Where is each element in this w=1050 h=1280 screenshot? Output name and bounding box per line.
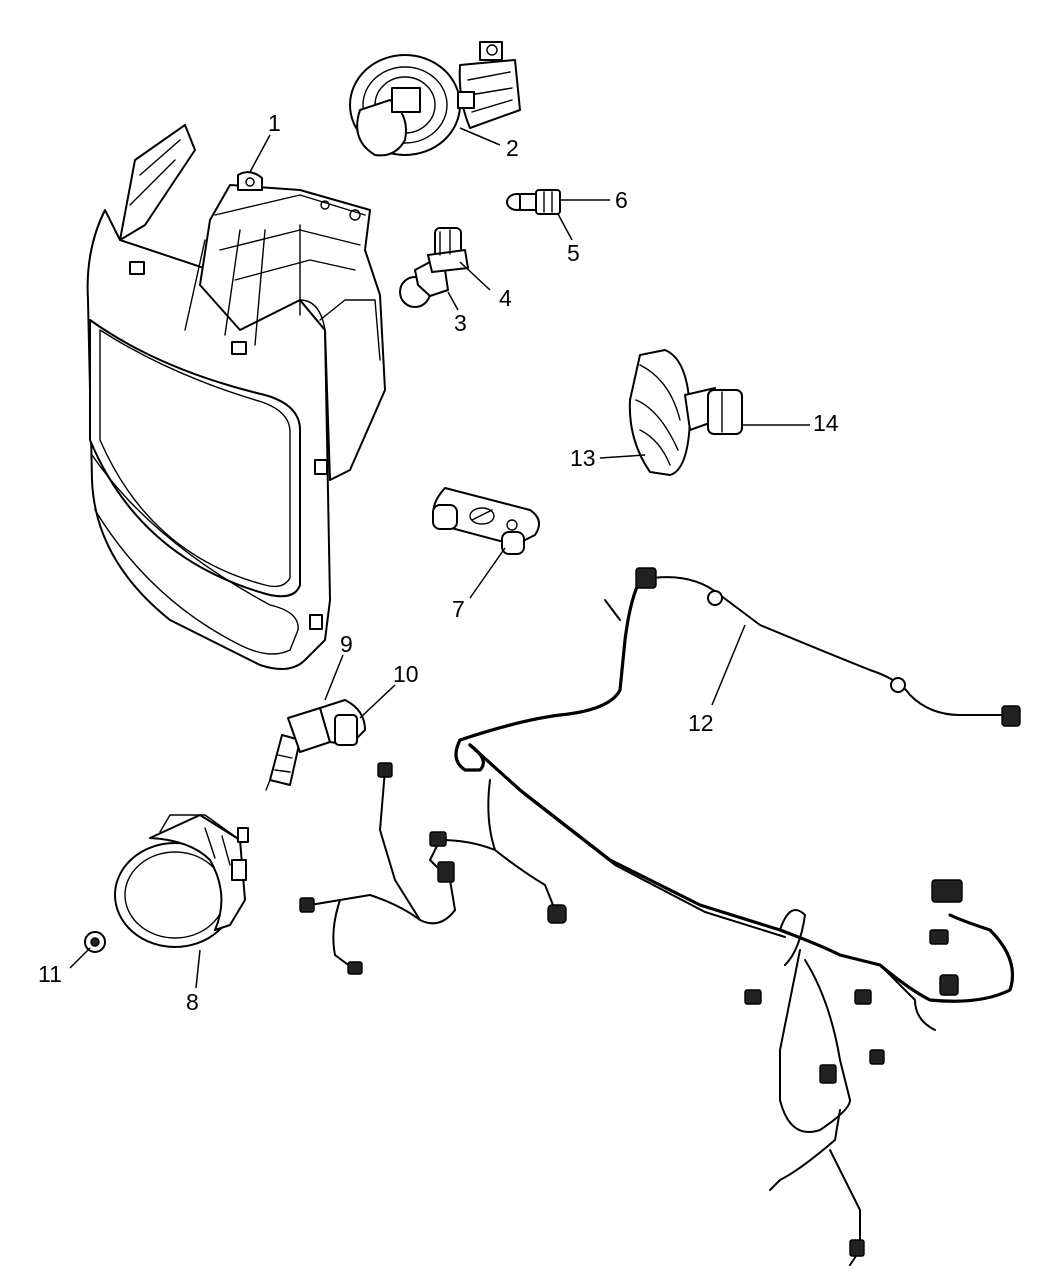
callout-13: 13 [570, 445, 596, 471]
wedge-bulb-socket [506, 189, 561, 215]
callout-14: 14 [813, 410, 839, 436]
fastener-screw [84, 931, 106, 953]
callout-9: 9 [340, 631, 353, 657]
callout-5: 5 [567, 240, 580, 266]
fog-lamp [114, 814, 249, 948]
callout-6: 6 [615, 187, 628, 213]
bracket [432, 487, 540, 555]
fog-bulb-socket [265, 699, 366, 791]
park-turn-bulb-socket [399, 227, 469, 308]
callout-12: 12 [688, 710, 714, 736]
callout-4: 4 [499, 285, 512, 311]
callout-7: 7 [452, 596, 465, 622]
leader-lines [69, 127, 810, 989]
side-marker-lamp [628, 349, 743, 476]
callout-3: 3 [454, 310, 467, 336]
callout-8: 8 [186, 989, 199, 1015]
headlamp-bulb-socket [349, 41, 521, 157]
callout-1: 1 [268, 110, 281, 136]
callout-11: 11 [38, 961, 62, 987]
wiring-harness [299, 567, 1021, 1266]
callout-10: 10 [393, 661, 419, 687]
headlamp-assembly [86, 124, 386, 670]
callout-2: 2 [506, 135, 519, 161]
